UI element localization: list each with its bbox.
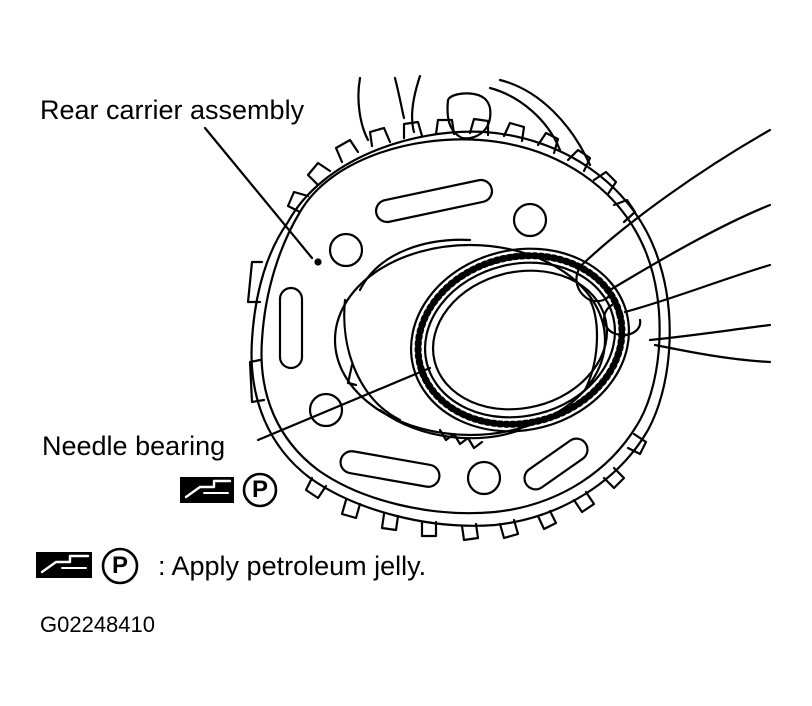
carrier-inner-hub (333, 238, 607, 450)
needle-bearing-symbol (180, 472, 278, 508)
needle-bearing-leader (256, 366, 432, 442)
figure-code: G02248410 (40, 612, 155, 637)
needle-bearing-drawing (409, 247, 631, 433)
rim-teeth-bottom (304, 432, 648, 542)
p-circle-icon: P (251, 476, 268, 503)
carrier-outer-ring (246, 117, 671, 542)
right-hand-drawing (575, 128, 772, 364)
rear-carrier-label: Rear carrier assembly (40, 95, 305, 125)
rim-teeth-top (286, 117, 637, 224)
carrier-face-details (278, 178, 589, 496)
legend-symbol (36, 547, 139, 585)
p-circle-icon: P (111, 552, 128, 579)
legend-text: : Apply petroleum jelly. (158, 551, 427, 581)
needle-bearing-label: Needle bearing (42, 431, 226, 461)
rear-carrier-leader (203, 126, 314, 260)
